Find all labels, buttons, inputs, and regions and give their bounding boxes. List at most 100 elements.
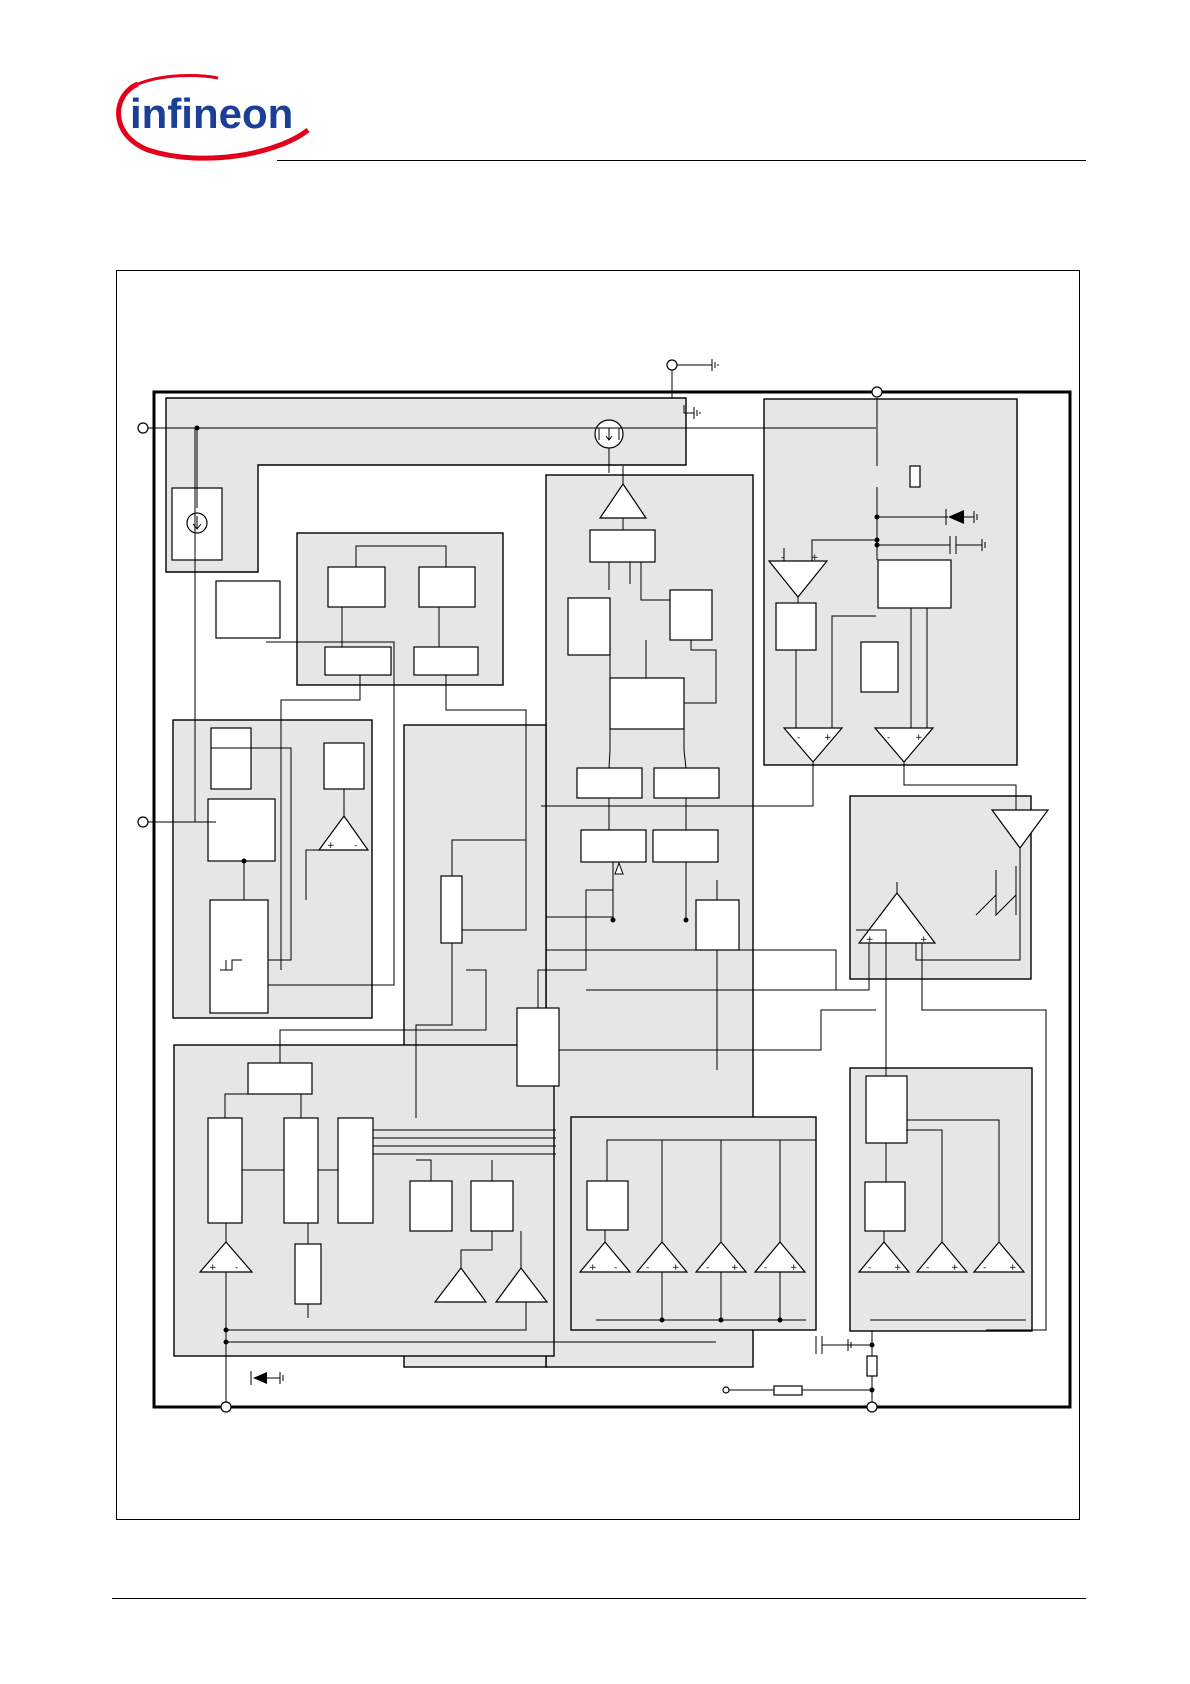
junction xyxy=(223,1327,229,1333)
mark-minus: - xyxy=(868,1263,871,1273)
logic-bus xyxy=(546,880,837,1070)
gate-box xyxy=(440,875,463,944)
junction xyxy=(659,1317,665,1323)
page-header: infineon xyxy=(0,0,1190,170)
blanking-box xyxy=(669,589,713,641)
mark-plus: + xyxy=(209,1263,217,1273)
level-box xyxy=(323,742,365,790)
pin-current-sense xyxy=(866,1401,878,1413)
inverter-symbol xyxy=(614,861,624,875)
timing-outputs xyxy=(280,675,527,970)
junctions xyxy=(194,425,880,1393)
hysteresis-symbol xyxy=(220,959,242,971)
filter-box-b xyxy=(652,829,719,863)
mark-minus: - xyxy=(887,733,890,743)
logo-text: infineon xyxy=(130,90,293,137)
mid-protection-wires xyxy=(604,1139,816,1242)
reset-box xyxy=(516,1007,560,1087)
supply-resistor xyxy=(909,465,921,488)
mark-plus: + xyxy=(811,553,819,563)
mark-plus: + xyxy=(951,1263,959,1273)
right-bottom-wires xyxy=(870,1119,1026,1407)
protection-internal xyxy=(224,1093,338,1171)
logo-swoosh-top xyxy=(137,74,219,86)
counter-box-a xyxy=(327,566,386,608)
protection-comparator-d xyxy=(578,1241,632,1273)
current-source-arrow xyxy=(192,516,202,530)
junction xyxy=(194,425,200,431)
sense-capacitor xyxy=(815,1336,823,1354)
pin-protection xyxy=(220,1401,232,1413)
junction xyxy=(718,1317,724,1323)
external-resistor xyxy=(773,1385,803,1396)
mark-plus: + xyxy=(731,1263,739,1273)
counter-box-b xyxy=(418,566,476,608)
supply-comparator xyxy=(767,560,829,598)
timing-wires xyxy=(341,545,447,647)
comparator-box-b xyxy=(413,646,479,676)
junction xyxy=(869,1342,875,1348)
protection-comparator-j xyxy=(972,1241,1026,1273)
ground-top xyxy=(671,359,719,371)
gate-wires xyxy=(415,839,526,1118)
pin-startup xyxy=(137,816,149,828)
pwm-comp-wires xyxy=(608,729,687,769)
power-switch-block xyxy=(165,397,687,573)
protection-diode xyxy=(253,1372,267,1384)
mark-minus: - xyxy=(706,1263,709,1273)
pin-vcc xyxy=(871,386,883,398)
protection-logic-box xyxy=(247,1062,313,1095)
delay-box xyxy=(695,899,740,951)
startup-feedback xyxy=(211,641,395,986)
ground-top-b xyxy=(683,405,701,419)
mark-plus: + xyxy=(1009,1263,1017,1273)
driver-outputs xyxy=(608,518,670,601)
mark-minus: - xyxy=(797,733,800,743)
pin-drain xyxy=(137,422,149,434)
infineon-logo: infineon xyxy=(108,72,313,164)
ground-diode xyxy=(267,1372,284,1384)
mark-plus: + xyxy=(589,1263,597,1273)
mark-plus: + xyxy=(672,1263,680,1273)
sense-resistor xyxy=(866,1355,878,1377)
mark-plus: + xyxy=(915,733,923,743)
mark-plus: + xyxy=(866,935,874,945)
uvlo-comparator xyxy=(782,727,844,763)
junction xyxy=(874,542,880,548)
mark-plus: + xyxy=(824,733,832,743)
chip-outline xyxy=(152,390,1072,1409)
mark-minus: - xyxy=(235,1263,238,1273)
supply-control-box xyxy=(877,559,952,609)
junction xyxy=(869,1387,875,1393)
ground-capacitor xyxy=(956,539,986,551)
oscillator-wires xyxy=(896,848,1021,961)
protection-comparator-i xyxy=(915,1241,969,1273)
delay-box-b xyxy=(294,1243,322,1305)
mark-minus: - xyxy=(354,841,357,851)
protection-bus xyxy=(225,1129,556,1242)
junction xyxy=(610,917,616,923)
sense-box xyxy=(864,1181,906,1232)
pin-external xyxy=(722,1386,730,1394)
hysteresis-box xyxy=(209,899,269,1014)
junction xyxy=(874,537,880,543)
startup-control-box xyxy=(207,798,276,862)
figure-frame xyxy=(116,270,1080,1520)
startup-comparator xyxy=(317,814,370,851)
pwm-comparator-wires xyxy=(586,943,1047,1331)
comparator-box-c xyxy=(576,767,643,799)
fault-wires xyxy=(416,1159,522,1268)
uvlo-output xyxy=(541,762,1017,810)
comparator-box-d xyxy=(653,767,720,799)
protection-comparator-c xyxy=(494,1266,549,1303)
mark-minus: - xyxy=(983,1263,986,1273)
gate-line xyxy=(608,448,624,484)
filter-wires xyxy=(608,798,687,920)
drain-line xyxy=(142,427,876,822)
mux-box xyxy=(337,1117,374,1224)
logo-swoosh xyxy=(116,81,310,161)
timer-box-a xyxy=(207,1117,243,1224)
block-diagram: - + - + - + + + + - + - + - - + - + - + … xyxy=(137,359,1072,1413)
junction xyxy=(241,858,247,864)
external-wires xyxy=(726,1344,872,1391)
